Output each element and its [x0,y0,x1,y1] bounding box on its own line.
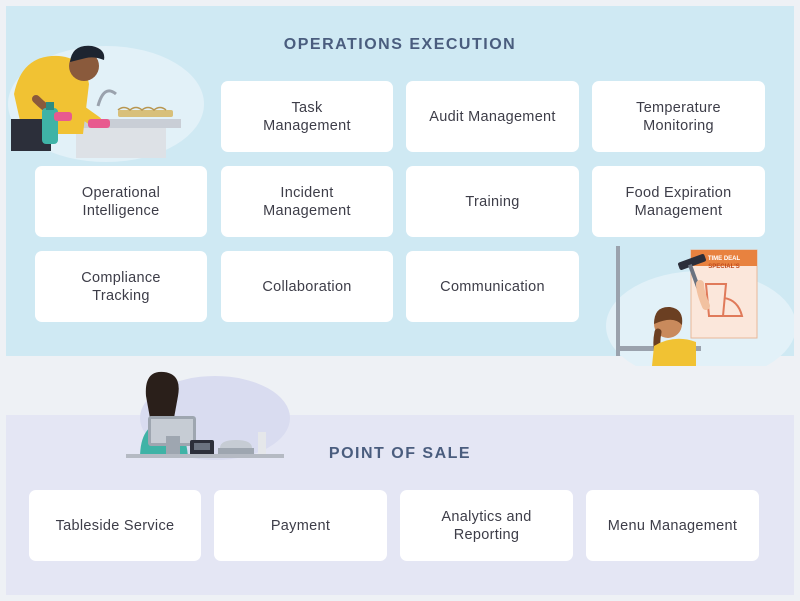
food-expiration-management-card[interactable]: Food Expiration Management [592,166,765,237]
card-label: Operational Intelligence [81,184,161,219]
collaboration-card[interactable]: Collaboration [221,251,393,322]
analytics-and-reporting-card[interactable]: Analytics and Reporting [400,490,573,561]
window-cleaning-illustration: TIME DEAL SPECIAL'S [606,246,794,366]
svg-text:TIME DEAL: TIME DEAL [708,256,741,262]
card-label: Payment [270,517,331,534]
card-label: Communication [440,278,545,295]
card-label: Menu Management [607,517,738,534]
temperature-monitoring-card[interactable]: Temperature Monitoring [592,81,765,152]
cashier-illustration [120,368,290,463]
incident-management-card[interactable]: Incident Management [221,166,393,237]
card-label: Temperature Monitoring [636,99,721,134]
card-label: Task Management [263,99,351,134]
task-management-card[interactable]: Task Management [221,81,393,152]
operations-execution-title: OPERATIONS EXECUTION [283,36,517,53]
audit-management-card[interactable]: Audit Management [406,81,579,152]
point-of-sale-title: POINT OF SALE [328,445,472,462]
operational-intelligence-card[interactable]: Operational Intelligence [35,166,207,237]
operations-execution-panel: OPERATIONS EXECUTION [6,6,794,366]
card-label: Analytics and Reporting [441,508,532,543]
cleaning-worker-illustration [6,24,206,164]
card-label: Audit Management [429,108,556,125]
compliance-tracking-card[interactable]: Compliance Tracking [35,251,207,322]
menu-management-card[interactable]: Menu Management [586,490,759,561]
payment-card[interactable]: Payment [214,490,387,561]
card-label: Food Expiration Management [625,184,732,219]
card-label: Incident Management [263,184,351,219]
card-label: Collaboration [262,278,352,295]
svg-text:SPECIAL'S: SPECIAL'S [708,264,739,270]
card-label: Training [465,193,520,210]
card-label: Tableside Service [55,517,175,534]
card-label: Compliance Tracking [81,269,161,304]
point-of-sale-panel: POINT OF SALE Tableside Service Payment … [6,415,794,595]
communication-card[interactable]: Communication [406,251,579,322]
tableside-service-card[interactable]: Tableside Service [29,490,201,561]
training-card[interactable]: Training [406,166,579,237]
